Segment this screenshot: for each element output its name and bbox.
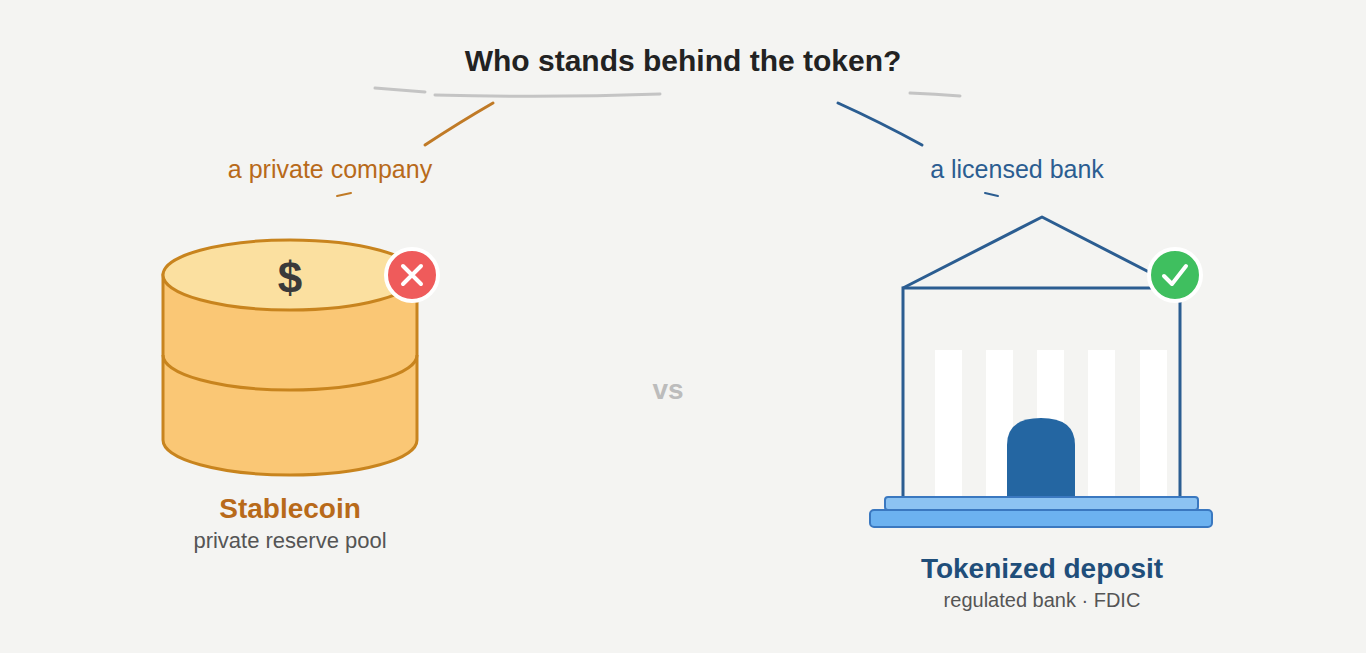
- caption-group: Stablecoinprivate reserve pool: [185, 488, 394, 558]
- bank-building: [870, 217, 1212, 527]
- caption-group: Tokenized depositregulated bank · FDIC: [913, 548, 1171, 616]
- node-subtitle: regulated bank · FDIC: [921, 588, 1163, 612]
- side-label: a private company: [228, 155, 432, 184]
- svg-text:$: $: [278, 253, 302, 302]
- node-subtitle: private reserve pool: [193, 528, 386, 554]
- side-label: a licensed bank: [930, 155, 1104, 184]
- leader-line: [425, 103, 493, 145]
- check-badge: [1149, 249, 1201, 301]
- tick-mark: [337, 193, 351, 196]
- title-underline: [375, 88, 960, 96]
- tick-mark: [985, 193, 998, 196]
- node-heading: Tokenized deposit: [921, 552, 1163, 586]
- diagram-title: Who stands behind the token?: [465, 44, 902, 78]
- cross-badge: [386, 249, 438, 301]
- versus-label: vs: [652, 374, 683, 406]
- leader-line: [838, 103, 922, 145]
- node-heading: Stablecoin: [193, 492, 386, 526]
- coin-stack: $: [163, 240, 417, 475]
